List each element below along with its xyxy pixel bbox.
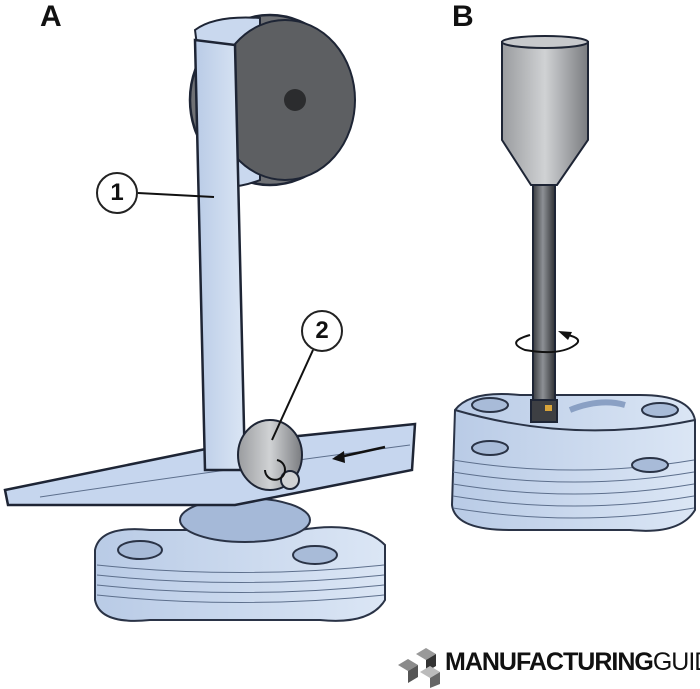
- logo-text: MANUFACTURINGGUIDE: [445, 648, 700, 677]
- panel-label-a: A: [40, 0, 62, 33]
- logo-text-light: GUIDE: [652, 648, 700, 676]
- manufacturing-guide-logo: MANUFACTURINGGUIDE: [445, 648, 700, 677]
- rotation-arrow: [515, 333, 579, 354]
- panel-label-b: B: [452, 0, 474, 33]
- part-stack-a: [94, 497, 386, 622]
- belt-sander: [188, 13, 356, 491]
- milling-tool: [501, 35, 589, 423]
- logo-mark: [398, 648, 440, 688]
- callout-1: 1: [96, 172, 138, 214]
- logo-text-bold: MANUFACTURING: [445, 648, 654, 676]
- callout-2: 2: [301, 310, 343, 352]
- part-stack-b: [450, 393, 696, 532]
